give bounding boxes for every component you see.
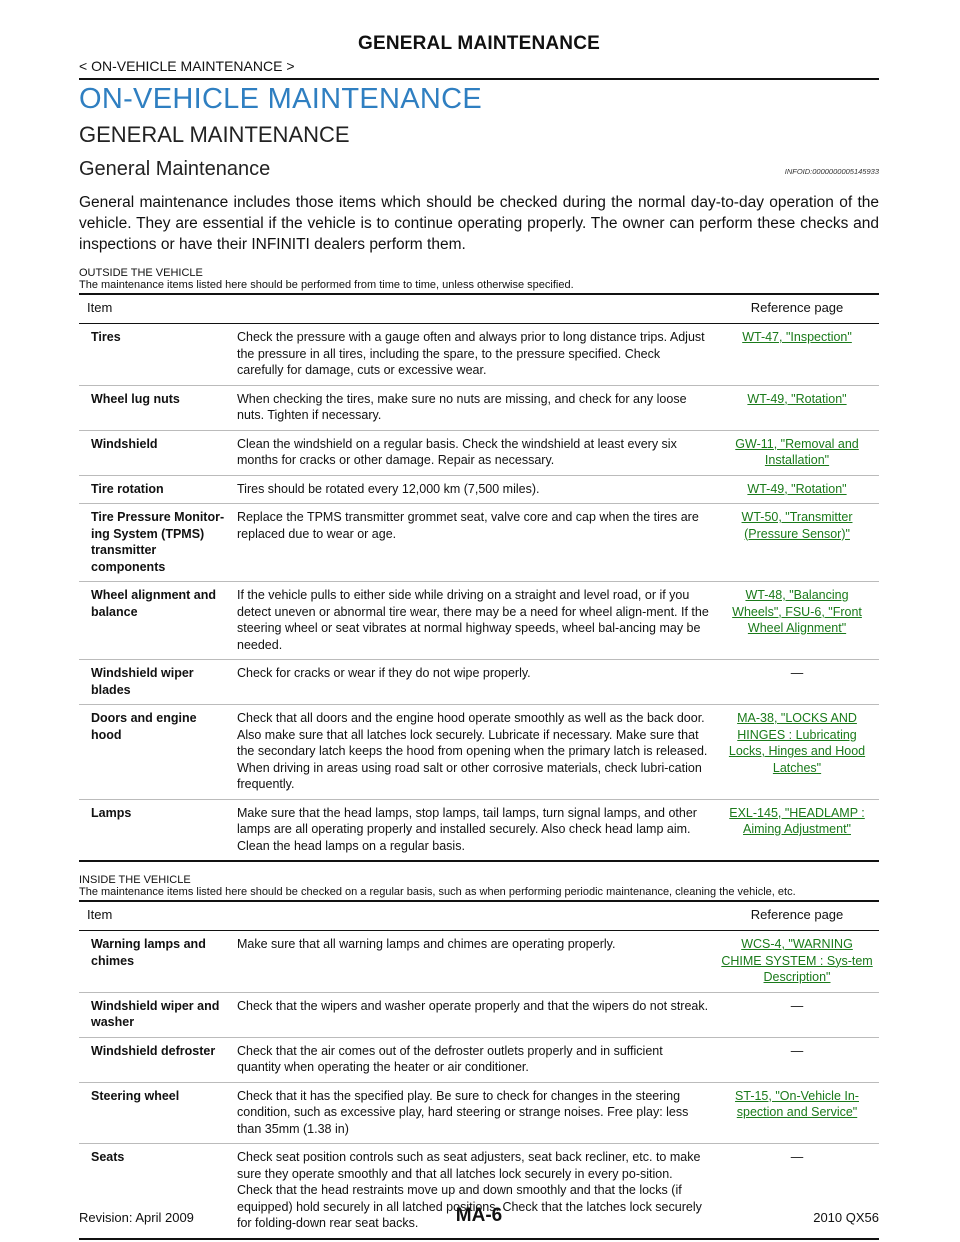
- row-description: Check that the wipers and washer operate…: [231, 992, 716, 1038]
- row-description: Check that it has the specified play. Be…: [231, 1082, 716, 1144]
- subsection-heading: GENERAL MAINTENANCE: [79, 122, 350, 147]
- row-item-name: Tire rotation: [79, 475, 231, 504]
- row-reference-none: —: [715, 659, 880, 705]
- row-description: Make sure that the head lamps, stop lamp…: [231, 799, 716, 862]
- reference-link-text[interactable]: WT-49, "Rotation": [747, 391, 847, 406]
- row-reference-link[interactable]: WCS-4, "WARNING CHIME SYSTEM : Sys-tem D…: [715, 930, 880, 993]
- reference-link-text[interactable]: WT-49, "Rotation": [747, 481, 847, 496]
- row-reference-link[interactable]: WT-48, "Balancing Wheels", FSU-6, "Front…: [715, 581, 880, 660]
- row-description: Clean the windshield on a regular basis.…: [231, 430, 716, 476]
- row-reference-none: —: [715, 1037, 880, 1083]
- reference-dash: —: [790, 1150, 804, 1164]
- row-description: Check seat position controls such as sea…: [231, 1143, 716, 1240]
- row-reference-link[interactable]: ST-15, "On-Vehicle In-spection and Servi…: [715, 1082, 880, 1144]
- column-header-item: Item: [79, 293, 716, 324]
- row-item-name: Tire Pressure Monitor-ing System (TPMS) …: [79, 503, 231, 582]
- reference-link-text[interactable]: WCS-4, "WARNING CHIME SYSTEM : Sys-tem D…: [721, 937, 873, 984]
- reference-link-text[interactable]: WT-50, "Transmitter (Pressure Sensor)": [741, 510, 853, 541]
- outside-section-desc: The maintenance items listed here should…: [79, 279, 574, 291]
- reference-link-text[interactable]: WT-48, "Balancing Wheels", FSU-6, "Front…: [732, 588, 862, 635]
- row-item-name: Wheel lug nuts: [79, 385, 231, 431]
- page-header-title: GENERAL MAINTENANCE: [357, 33, 600, 54]
- reference-link-text[interactable]: EXL-145, "HEADLAMP : Aiming Adjustment": [729, 805, 865, 837]
- row-item-name: Windshield wiper blades: [79, 659, 231, 705]
- document-page: GENERAL MAINTENANCE < ON-VEHICLE MAINTEN…: [79, 0, 880, 1240]
- row-item-name: Windshield: [79, 430, 231, 476]
- section-heading: ON-VEHICLE MAINTENANCE: [79, 83, 482, 115]
- inside-section-desc: The maintenance items listed here should…: [79, 886, 796, 898]
- header-divider: [79, 78, 879, 80]
- row-description: Check for cracks or wear if they do not …: [231, 659, 716, 705]
- outside-section-title: OUTSIDE THE VEHICLE: [79, 267, 203, 279]
- info-id: INFOID:0000000005145933: [784, 167, 879, 176]
- row-description: Replace the TPMS transmitter grommet sea…: [231, 503, 716, 582]
- row-description: Check that the air comes out of the defr…: [231, 1037, 716, 1083]
- column-header-reference: Reference page: [715, 293, 880, 324]
- page-number: MA-6: [455, 1205, 503, 1226]
- row-item-name: Lamps: [79, 799, 231, 862]
- inside-maintenance-table: Item Reference page Warning lamps and ch…: [79, 900, 880, 1240]
- reference-link-text[interactable]: ST-15, "On-Vehicle In-spection and Servi…: [735, 1088, 859, 1120]
- row-description: Check that all doors and the engine hood…: [231, 704, 716, 800]
- reference-dash: —: [790, 998, 804, 1013]
- row-item-name: Windshield wiper and washer: [79, 992, 231, 1038]
- page-footer: Revision: April 2009 MA-6 2010 QX56: [79, 1205, 879, 1228]
- row-item-name: Steering wheel: [79, 1082, 231, 1144]
- row-reference-link[interactable]: MA-38, "LOCKS AND HINGES : Lubricating L…: [715, 704, 880, 800]
- row-description: If the vehicle pulls to either side whil…: [231, 581, 716, 660]
- row-reference-link[interactable]: WT-50, "Transmitter (Pressure Sensor)": [715, 503, 880, 582]
- row-item-name: Tires: [79, 323, 231, 386]
- topic-heading-row: General Maintenance INFOID:0000000005145…: [79, 158, 879, 181]
- topic-heading: General Maintenance: [79, 158, 271, 180]
- intro-paragraph: General maintenance includes those items…: [79, 194, 879, 253]
- row-reference-link[interactable]: WT-49, "Rotation": [715, 475, 880, 504]
- row-description: When checking the tires, make sure no nu…: [231, 385, 716, 431]
- row-reference-none: —: [715, 992, 880, 1038]
- row-reference-none: —: [715, 1143, 880, 1240]
- column-header-reference: Reference page: [715, 900, 880, 931]
- reference-dash: —: [790, 1043, 804, 1058]
- row-reference-link[interactable]: GW-11, "Removal and Installation": [715, 430, 880, 476]
- vehicle-model: 2010 QX56: [813, 1210, 879, 1225]
- row-reference-link[interactable]: WT-49, "Rotation": [715, 385, 880, 431]
- table-header-row: Item Reference page: [79, 900, 880, 931]
- row-item-name: Windshield defroster: [79, 1037, 231, 1083]
- table-row: Tire Pressure Monitor-ing System (TPMS) …: [79, 503, 880, 582]
- row-reference-link[interactable]: WT-47, "Inspection": [715, 323, 880, 386]
- row-description: Tires should be rotated every 12,000 km …: [231, 475, 716, 504]
- page-header-subtitle: < ON-VEHICLE MAINTENANCE >: [79, 58, 295, 74]
- revision-date: Revision: April 2009: [79, 1210, 194, 1225]
- row-item-name: Doors and engine hood: [79, 704, 231, 800]
- reference-link-text[interactable]: MA-38, "LOCKS AND HINGES : Lubricating L…: [728, 711, 866, 775]
- row-item-name: Wheel alignment and balance: [79, 581, 231, 660]
- column-header-item: Item: [79, 900, 716, 931]
- table-header-row: Item Reference page: [79, 293, 880, 324]
- reference-link-text[interactable]: GW-11, "Removal and Installation": [735, 436, 859, 468]
- row-description: Check the pressure with a gauge often an…: [231, 323, 716, 386]
- reference-link-text[interactable]: WT-47, "Inspection": [742, 330, 852, 344]
- row-item-name: Seats: [79, 1143, 231, 1240]
- row-item-name: Warning lamps and chimes: [79, 930, 231, 993]
- row-reference-link[interactable]: EXL-145, "HEADLAMP : Aiming Adjustment": [715, 799, 880, 862]
- row-description: Make sure that all warning lamps and chi…: [231, 930, 716, 993]
- inside-section-title: INSIDE THE VEHICLE: [79, 874, 191, 886]
- reference-dash: —: [790, 666, 804, 680]
